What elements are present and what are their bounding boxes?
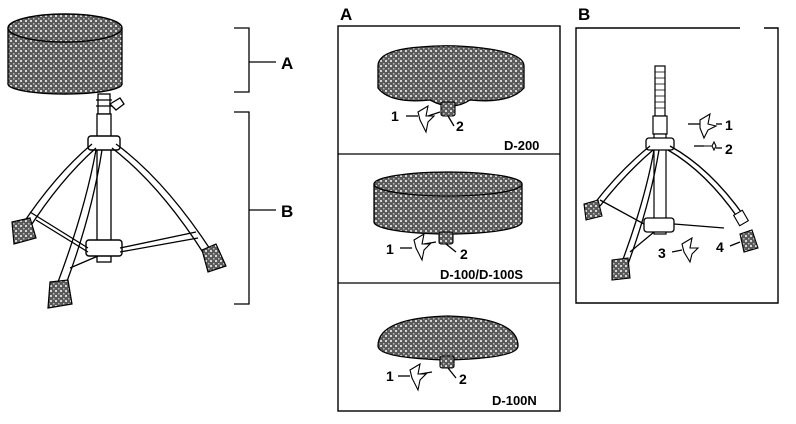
height-spindle xyxy=(96,93,125,115)
overview-label-a: A xyxy=(281,54,293,73)
panel-b-frame xyxy=(575,27,779,304)
a1-part1-label: 1 xyxy=(391,108,399,124)
a1-model-label: D-200 xyxy=(504,138,539,153)
wing-bolt-icon xyxy=(681,236,700,264)
wing-bolt-icon xyxy=(409,362,433,392)
seat-d100 xyxy=(373,171,523,245)
center-tube xyxy=(96,113,112,263)
wing-bolt-icon xyxy=(417,104,441,134)
drum-throne-overview xyxy=(7,13,276,309)
b-part4-label: 4 xyxy=(716,239,724,255)
seat-d100n xyxy=(377,315,519,369)
a2-part2-label: 2 xyxy=(460,246,468,262)
b-part2-label: 2 xyxy=(725,141,733,157)
panel-b-heading: B xyxy=(578,5,590,24)
panel-a-heading: A xyxy=(340,5,352,24)
seat-d200 xyxy=(377,45,525,117)
tripod-legs xyxy=(19,143,213,285)
b-part1-label: 1 xyxy=(725,117,733,133)
bracket-seat xyxy=(234,27,250,93)
a2-part1-label: 1 xyxy=(386,241,394,257)
overview-label-b: B xyxy=(281,202,293,221)
a3-model-label: D-100N xyxy=(492,393,537,408)
panel-a-frame xyxy=(337,25,561,412)
seat-cushion xyxy=(7,13,123,95)
bracket-base xyxy=(234,111,250,305)
a3-part2-label: 2 xyxy=(459,371,467,387)
a3-part1-label: 1 xyxy=(386,368,394,384)
wing-bolt-icon xyxy=(688,112,718,140)
screw-icon xyxy=(694,140,717,152)
wing-bolt-icon xyxy=(413,232,437,262)
upper-collar xyxy=(87,135,121,151)
rubber-feet xyxy=(11,217,227,309)
b-part3-label: 3 xyxy=(658,245,666,261)
lower-collar xyxy=(85,239,123,257)
throne-base xyxy=(583,65,759,281)
a1-part2-label: 2 xyxy=(456,118,464,134)
a2-model-label: D-100/D-100S xyxy=(440,267,523,282)
